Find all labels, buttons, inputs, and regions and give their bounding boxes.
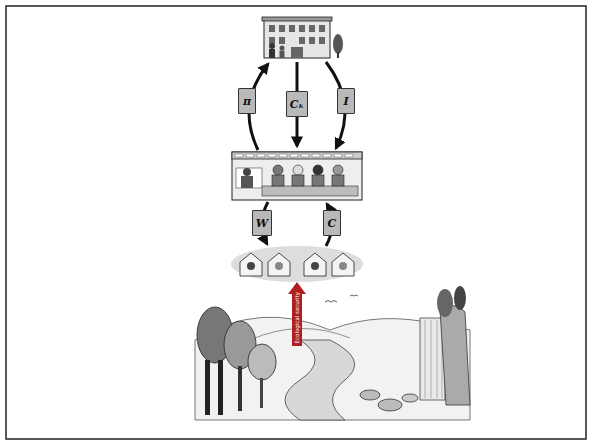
flow-symbol: W	[256, 217, 268, 230]
money-note: W	[252, 210, 272, 236]
money-note: Cₖ	[286, 91, 308, 117]
flow-symbol: I	[343, 95, 348, 108]
firm-building	[262, 17, 343, 58]
landscape	[195, 286, 470, 420]
arrow-label: Ecological security	[294, 292, 300, 343]
market-building	[232, 152, 362, 200]
money-note: π	[238, 88, 256, 114]
frame	[6, 6, 586, 439]
flow-arrows	[249, 62, 345, 246]
money-note: I	[337, 88, 355, 114]
flow-symbol: Cₖ	[290, 98, 305, 111]
red-arrow-shape	[288, 282, 306, 346]
flow-arrow-label: Ecological security	[288, 282, 306, 346]
flow-symbol: π	[243, 95, 251, 108]
money-note: C	[323, 210, 341, 236]
households	[231, 246, 363, 282]
flow-symbol: C	[328, 217, 337, 230]
